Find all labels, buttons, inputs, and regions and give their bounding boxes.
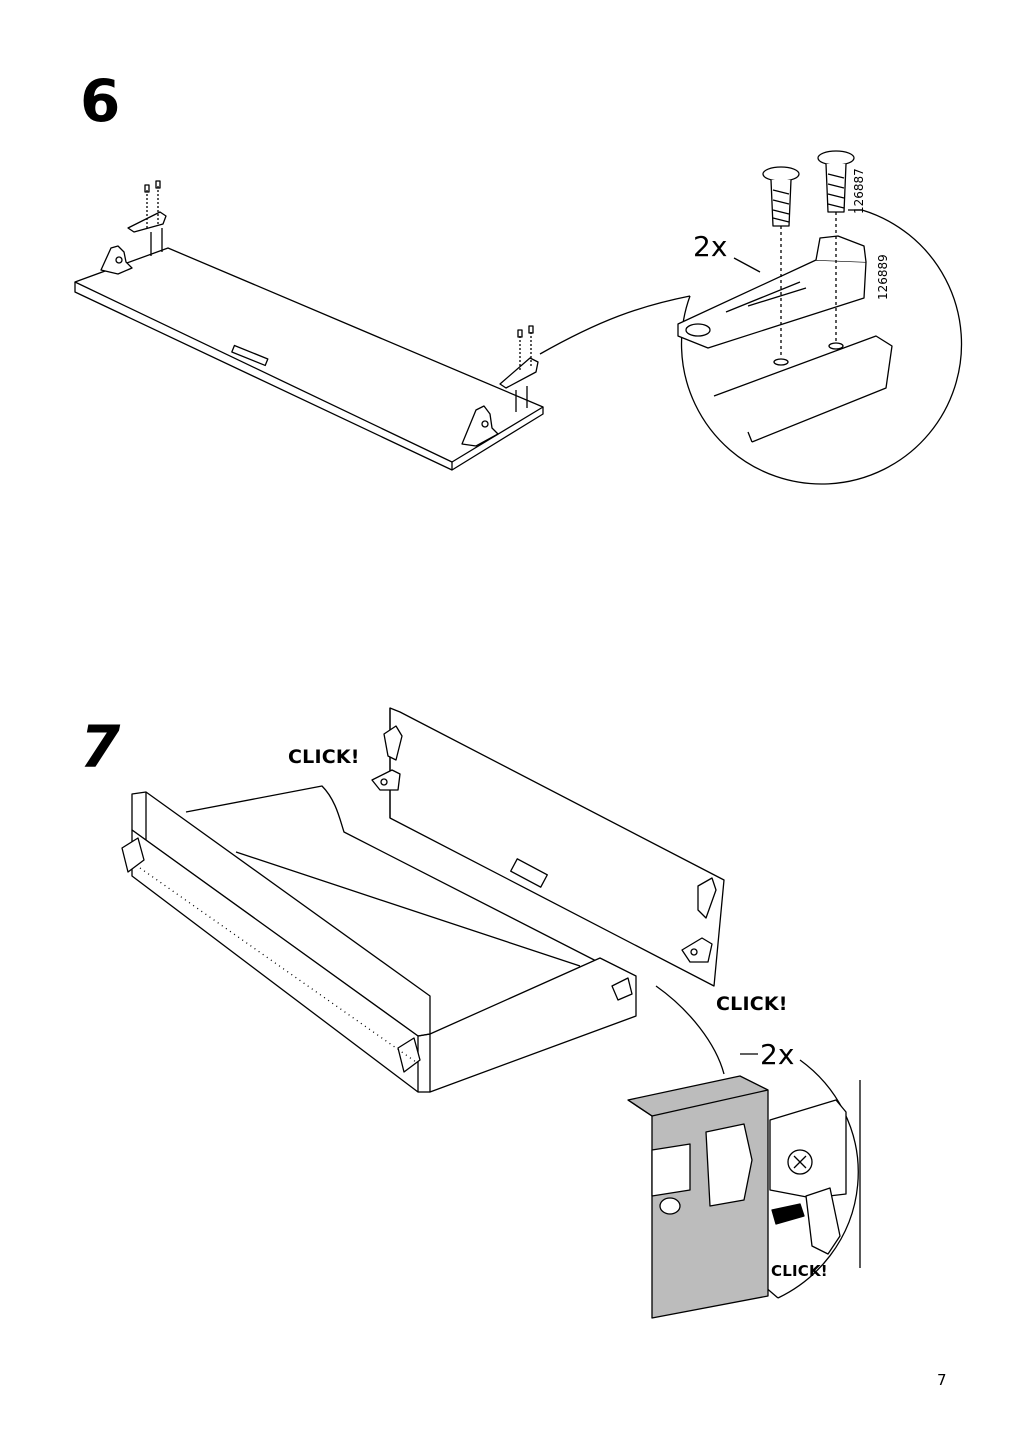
detail-bracket (677, 235, 867, 349)
detail-wall-fitting (769, 1080, 861, 1268)
left-fittings (100, 180, 167, 275)
drawer-box (121, 785, 637, 1093)
drawer-bottom-panel (74, 247, 544, 471)
callout-pointer (539, 295, 691, 355)
step-6-number: 6 (80, 67, 121, 135)
right-fittings (461, 325, 539, 447)
step-6-quantity-label: 2x (693, 230, 728, 263)
detail-drawer-side (627, 1075, 769, 1319)
step-7-number: 7 (80, 713, 121, 781)
click-label-right: CLICK! (716, 993, 788, 1015)
back-panel (389, 707, 725, 987)
detail-circle (680, 209, 963, 485)
detail-2-circle (777, 1059, 859, 1299)
click-label-top: CLICK! (288, 746, 360, 768)
detail-screws (762, 150, 855, 366)
step-7-quantity-label: 2x (760, 1038, 795, 1071)
back-panel-fittings (371, 725, 717, 963)
detail-panel-edge (713, 335, 893, 443)
detail-2-pointer (655, 985, 725, 1075)
page-number: 7 (937, 1371, 947, 1389)
click-label-detail: CLICK! (771, 1262, 828, 1280)
